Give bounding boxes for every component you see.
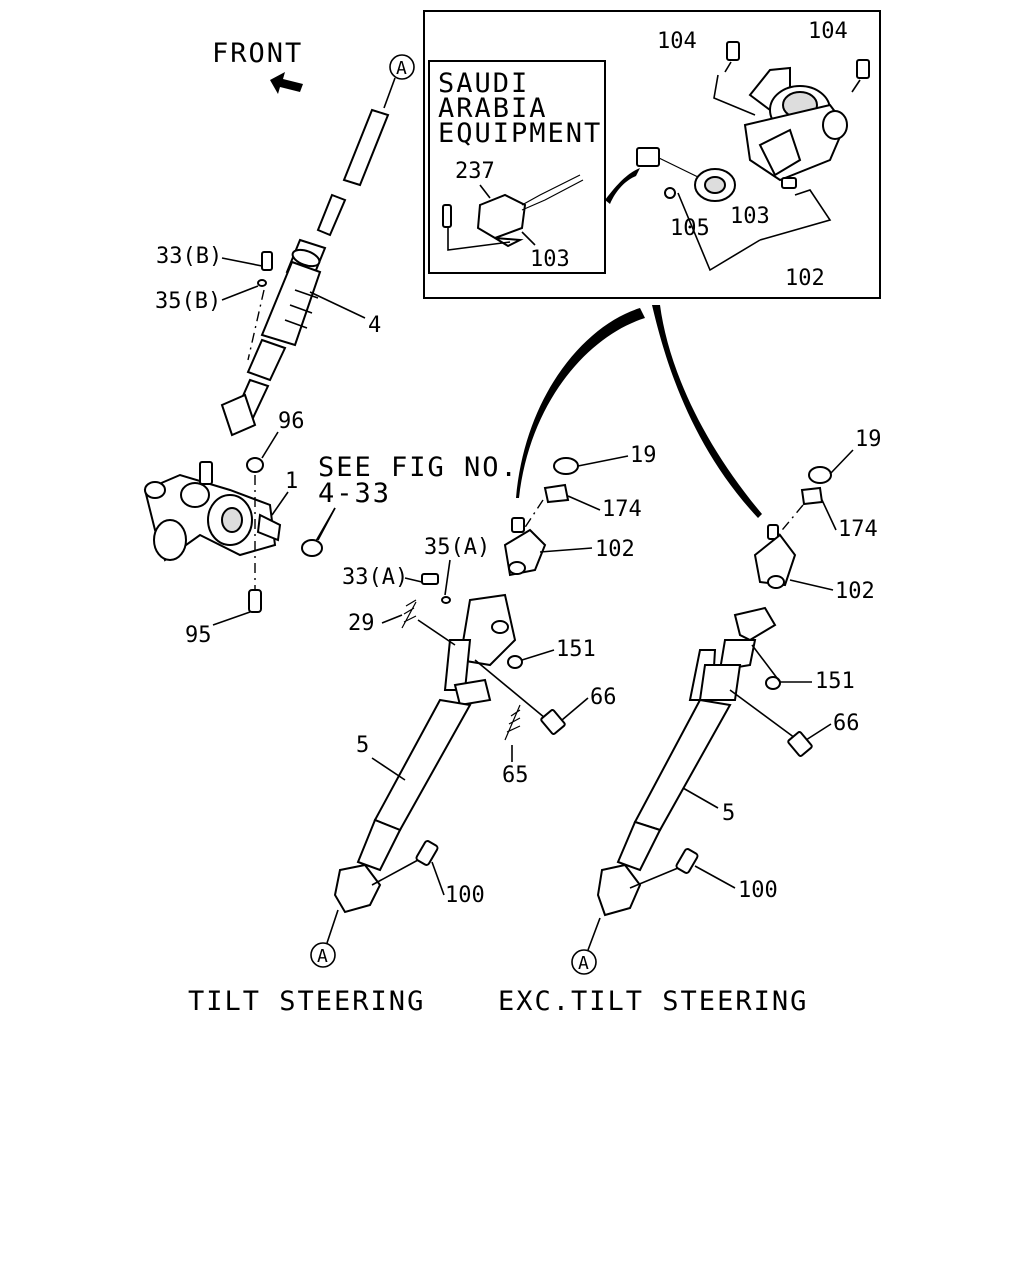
caption-tilt-steering: TILT STEERING — [188, 986, 425, 1017]
front-arrow-icon — [270, 72, 303, 94]
label-1: 1 — [285, 469, 298, 494]
callout-leader-right — [652, 305, 762, 518]
label-104-left: 104 — [657, 29, 697, 54]
label-151-left: 151 — [556, 637, 596, 662]
label-35a: 35(A) — [424, 535, 490, 560]
bolt-66-right — [787, 731, 813, 757]
label-4: 4 — [368, 313, 381, 338]
callout-arrow-icon — [605, 168, 640, 204]
label-33b: 33(B) — [156, 244, 222, 269]
bolt-100-left — [415, 840, 439, 866]
washer-35b — [257, 279, 267, 287]
label-105: 105 — [670, 216, 710, 241]
marker-a-top-text: A — [396, 58, 407, 79]
marker-a-right — [571, 949, 597, 975]
saudi-caption-line2: ARABIA — [438, 93, 548, 124]
callout-leader-left — [516, 308, 645, 498]
label-33a: 33(A) — [342, 565, 408, 590]
front-label: FRONT — [212, 38, 303, 69]
steering-gear-drawing — [143, 461, 282, 562]
see-fig-line2: 4-33 — [318, 478, 391, 509]
label-102-right: 102 — [835, 579, 875, 604]
label-237: 237 — [455, 159, 495, 184]
nut-151-right — [765, 676, 781, 690]
label-19-left: 19 — [630, 443, 657, 468]
caption-exc-tilt-steering: EXC.TILT STEERING — [498, 986, 808, 1017]
bolt-66-left — [540, 709, 566, 735]
marker-a-left-text: A — [317, 946, 328, 967]
spring-65 — [504, 704, 521, 741]
bolt-33b — [261, 251, 273, 271]
label-95: 95 — [185, 623, 212, 648]
label-174-left: 174 — [602, 497, 642, 522]
label-102-left: 102 — [595, 537, 635, 562]
bolt-95 — [248, 589, 262, 613]
label-5-left: 5 — [356, 733, 369, 758]
marker-a-left — [310, 942, 336, 968]
intermediate-shaft-drawing — [220, 108, 390, 437]
label-29: 29 — [348, 611, 375, 636]
label-174-right: 174 — [838, 517, 878, 542]
label-104-right: 104 — [808, 19, 848, 44]
ignition-switch-drawing — [636, 41, 870, 202]
label-102-inset: 102 — [785, 266, 825, 291]
spring-29 — [401, 599, 417, 629]
label-103-main: 103 — [730, 204, 770, 229]
nut-96 — [246, 457, 264, 473]
saudi-equipment-box — [428, 60, 606, 274]
tilt-column-drawing — [333, 457, 579, 914]
inset-frame — [423, 10, 881, 299]
saudi-caption-line3: EQUIPMENT — [438, 118, 602, 149]
bolt-100-right — [675, 848, 699, 874]
marker-a-top — [389, 54, 415, 80]
fixed-column-drawing — [596, 466, 832, 917]
label-5-right: 5 — [722, 801, 735, 826]
label-100-right: 100 — [738, 878, 778, 903]
marker-a-right-text: A — [578, 953, 589, 974]
see-fig-part — [301, 539, 323, 557]
label-35b: 35(B) — [155, 289, 221, 314]
label-19-right: 19 — [855, 427, 882, 452]
bolt-33a — [421, 573, 439, 585]
label-66-right: 66 — [833, 711, 860, 736]
label-100-left: 100 — [445, 883, 485, 908]
saudi-caption-line1: SAUDI — [438, 68, 529, 99]
label-96: 96 — [278, 409, 305, 434]
label-151-right: 151 — [815, 669, 855, 694]
label-103-inset: 103 — [530, 247, 570, 272]
relay-part-drawing — [442, 174, 584, 251]
see-fig-line1: SEE FIG NO. — [318, 452, 519, 483]
label-66-left: 66 — [590, 685, 617, 710]
nut-151-left — [507, 655, 523, 669]
washer-35a — [441, 596, 451, 604]
label-65: 65 — [502, 763, 529, 788]
